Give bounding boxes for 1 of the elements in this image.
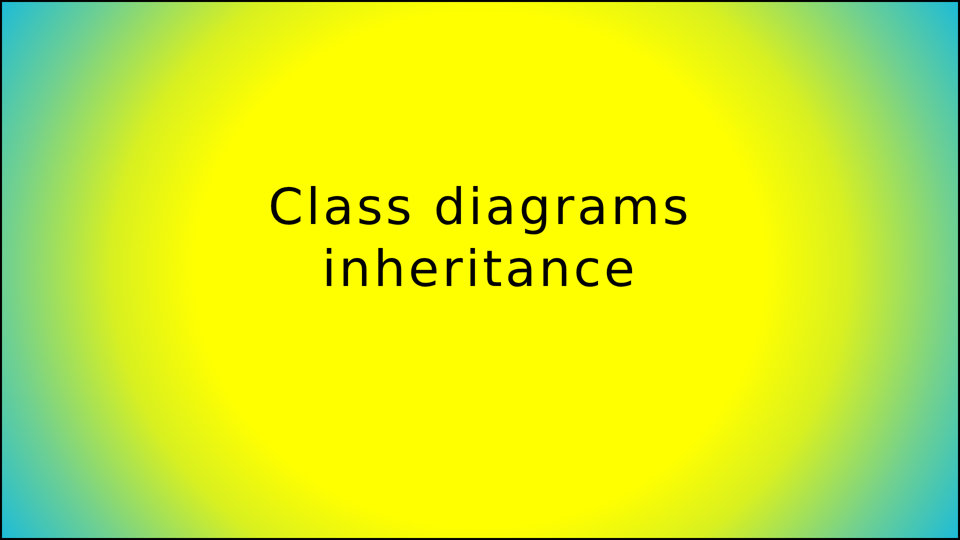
title-text: Class diagrams inheritance (267, 177, 693, 300)
